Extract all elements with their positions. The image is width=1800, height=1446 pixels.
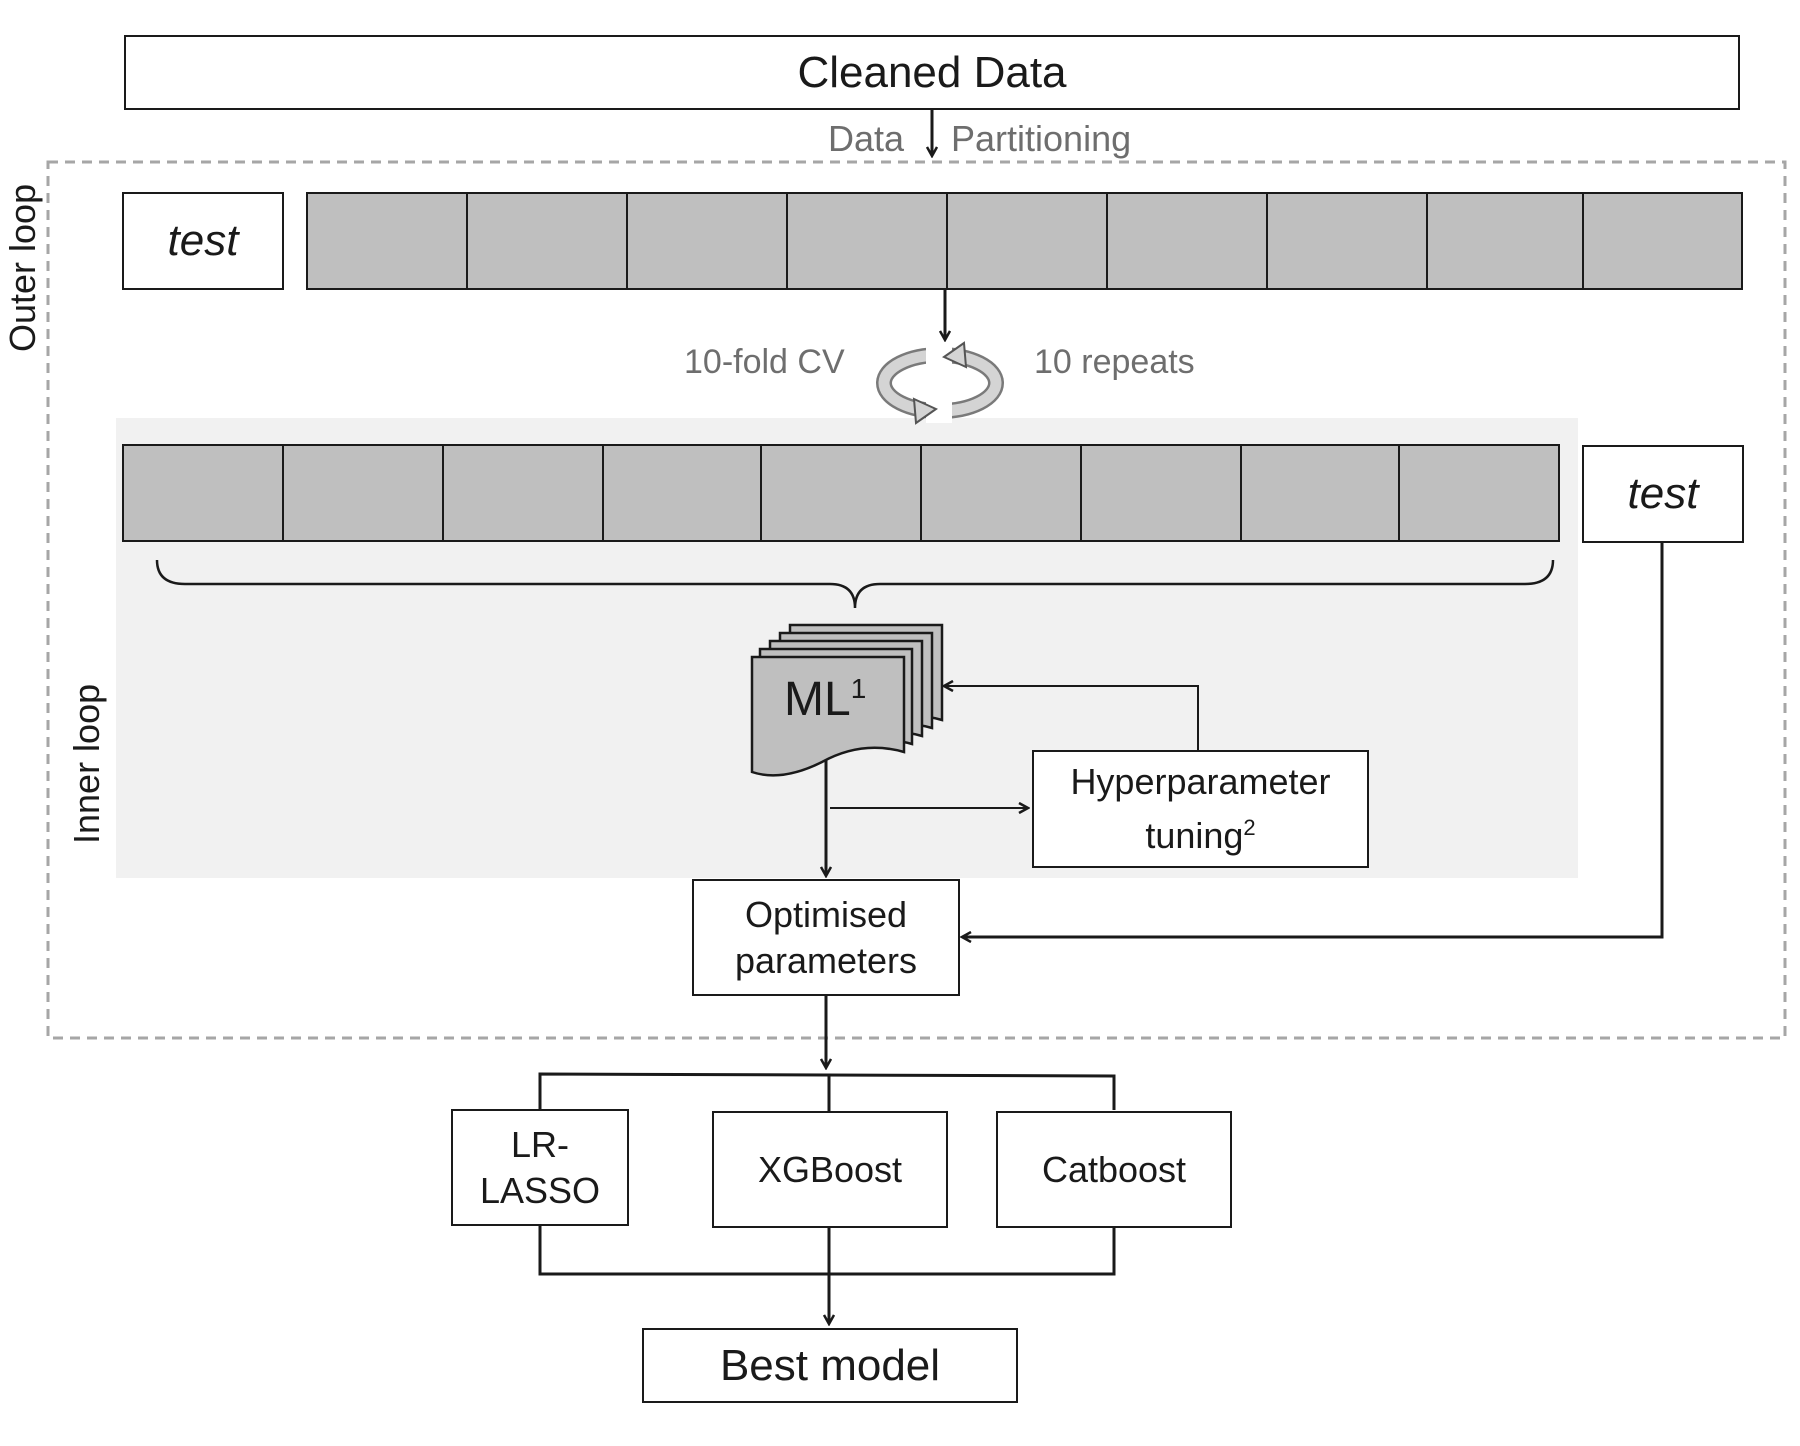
inner-fold bbox=[282, 444, 444, 542]
best-model-label: Best model bbox=[719, 1340, 941, 1390]
inner-fold bbox=[442, 444, 604, 542]
cleaned-data-label: Cleaned Data bbox=[797, 47, 1067, 97]
partition-label-right: Partitioning bbox=[951, 118, 1132, 159]
optimised-line1: Optimised bbox=[744, 893, 908, 935]
ml-superscript: 1 bbox=[850, 673, 867, 704]
inner-loop-label: Inner loop bbox=[66, 683, 107, 844]
outer-fold bbox=[466, 192, 628, 290]
partition-label-left: Data bbox=[828, 118, 905, 159]
inner-fold bbox=[920, 444, 1082, 542]
hyper-line1: Hyperparameter bbox=[1070, 761, 1331, 802]
inner-fold bbox=[122, 444, 284, 542]
inner-fold bbox=[1080, 444, 1242, 542]
lr-line1: LR- bbox=[510, 1123, 569, 1165]
lr-line2: LASSO bbox=[479, 1169, 601, 1211]
inner-fold bbox=[1398, 444, 1560, 542]
models-top-bus bbox=[538, 1072, 1116, 1110]
ml-text: ML bbox=[784, 673, 851, 726]
inner-fold bbox=[1240, 444, 1402, 542]
outer-fold bbox=[1266, 192, 1428, 290]
outer-loop-frame bbox=[46, 160, 1787, 1040]
best-model-box: Best model bbox=[642, 1328, 1018, 1403]
hyper-line2-wrap: tuning2 bbox=[1145, 805, 1255, 859]
outer-fold bbox=[946, 192, 1108, 290]
outer-test-label: test bbox=[167, 216, 239, 265]
outer-fold bbox=[1582, 192, 1743, 290]
inner-fold bbox=[760, 444, 922, 542]
optimised-parameters-box: Optimised parameters bbox=[692, 879, 960, 996]
catboost-label: Catboost bbox=[1041, 1148, 1187, 1190]
model-xgboost-box: XGBoost bbox=[712, 1111, 948, 1228]
outer-fold bbox=[306, 192, 468, 290]
ml-label: ML1 bbox=[784, 672, 866, 727]
cleaned-data-box: Cleaned Data bbox=[124, 35, 1740, 110]
ml-stack-icon bbox=[750, 623, 944, 777]
xgboost-label: XGBoost bbox=[757, 1148, 903, 1190]
inner-test-label: test bbox=[1627, 469, 1699, 518]
outer-fold bbox=[1106, 192, 1268, 290]
hyper-superscript: 2 bbox=[1243, 815, 1256, 840]
inner-fold bbox=[602, 444, 764, 542]
inner-test-box: test bbox=[1582, 445, 1744, 543]
cycle-icon bbox=[876, 341, 1004, 425]
outer-fold bbox=[1426, 192, 1588, 290]
outer-test-box: test bbox=[122, 192, 284, 290]
repeats-label: 10 repeats bbox=[1034, 343, 1195, 381]
hyper-line2: tuning bbox=[1145, 815, 1244, 856]
inner-folds-brace bbox=[155, 559, 1555, 609]
models-bottom-bus bbox=[538, 1225, 1116, 1276]
model-lr-lasso-box: LR- LASSO bbox=[451, 1109, 629, 1226]
arrow-test-to-optimised bbox=[962, 542, 1664, 937]
model-catboost-box: Catboost bbox=[996, 1111, 1232, 1228]
optimised-line2: parameters bbox=[734, 939, 918, 981]
outer-fold bbox=[626, 192, 788, 290]
hyperparameter-tuning-box: Hyperparameter tuning2 bbox=[1032, 750, 1369, 868]
cv-label: 10-fold CV bbox=[684, 343, 845, 381]
outer-fold bbox=[786, 192, 948, 290]
outer-loop-label: Outer loop bbox=[2, 183, 43, 352]
arrow-tuning-to-ml bbox=[944, 686, 1199, 750]
